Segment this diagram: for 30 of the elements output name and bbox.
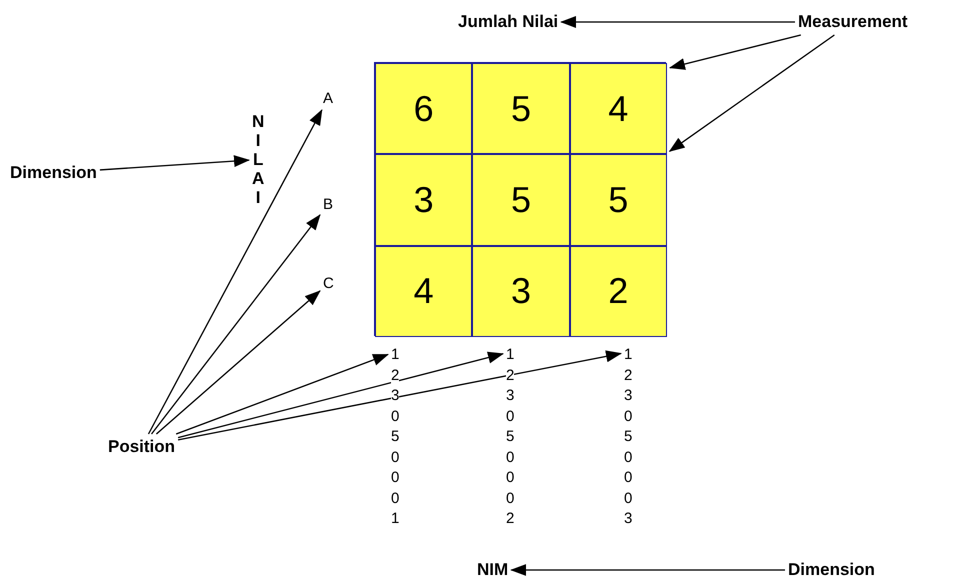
value-cell: 5	[472, 154, 570, 246]
arrow	[560, 16, 795, 28]
value-cell: 3	[375, 154, 472, 246]
value-cell: 6	[375, 63, 472, 154]
label-text: Dimension	[788, 560, 875, 580]
value-cell: 4	[375, 246, 472, 337]
label-text: Position	[108, 437, 176, 457]
value-cell: 5	[472, 63, 570, 154]
row-label: C	[323, 275, 334, 292]
value-cell: 4	[570, 63, 667, 154]
arrow	[148, 109, 322, 434]
table-grid	[374, 62, 666, 336]
arrow	[669, 34, 801, 70]
row-label: A	[323, 90, 334, 107]
arrow	[176, 354, 389, 435]
label-text: NIM	[477, 560, 508, 580]
label-text: Jumlah Nilai	[458, 12, 558, 32]
arrow	[178, 350, 622, 441]
label-text: Dimension	[10, 163, 97, 183]
value-cell: 3	[472, 246, 570, 337]
row-label: B	[323, 196, 334, 213]
arrow	[178, 352, 504, 438]
arrow	[510, 564, 785, 576]
arrow	[668, 34, 835, 152]
arrow	[156, 290, 321, 434]
arrow	[100, 155, 250, 171]
label-text: Measurement	[798, 12, 908, 32]
value-cell: 2	[570, 246, 667, 337]
value-cell: 5	[570, 154, 667, 246]
arrow	[151, 214, 321, 434]
